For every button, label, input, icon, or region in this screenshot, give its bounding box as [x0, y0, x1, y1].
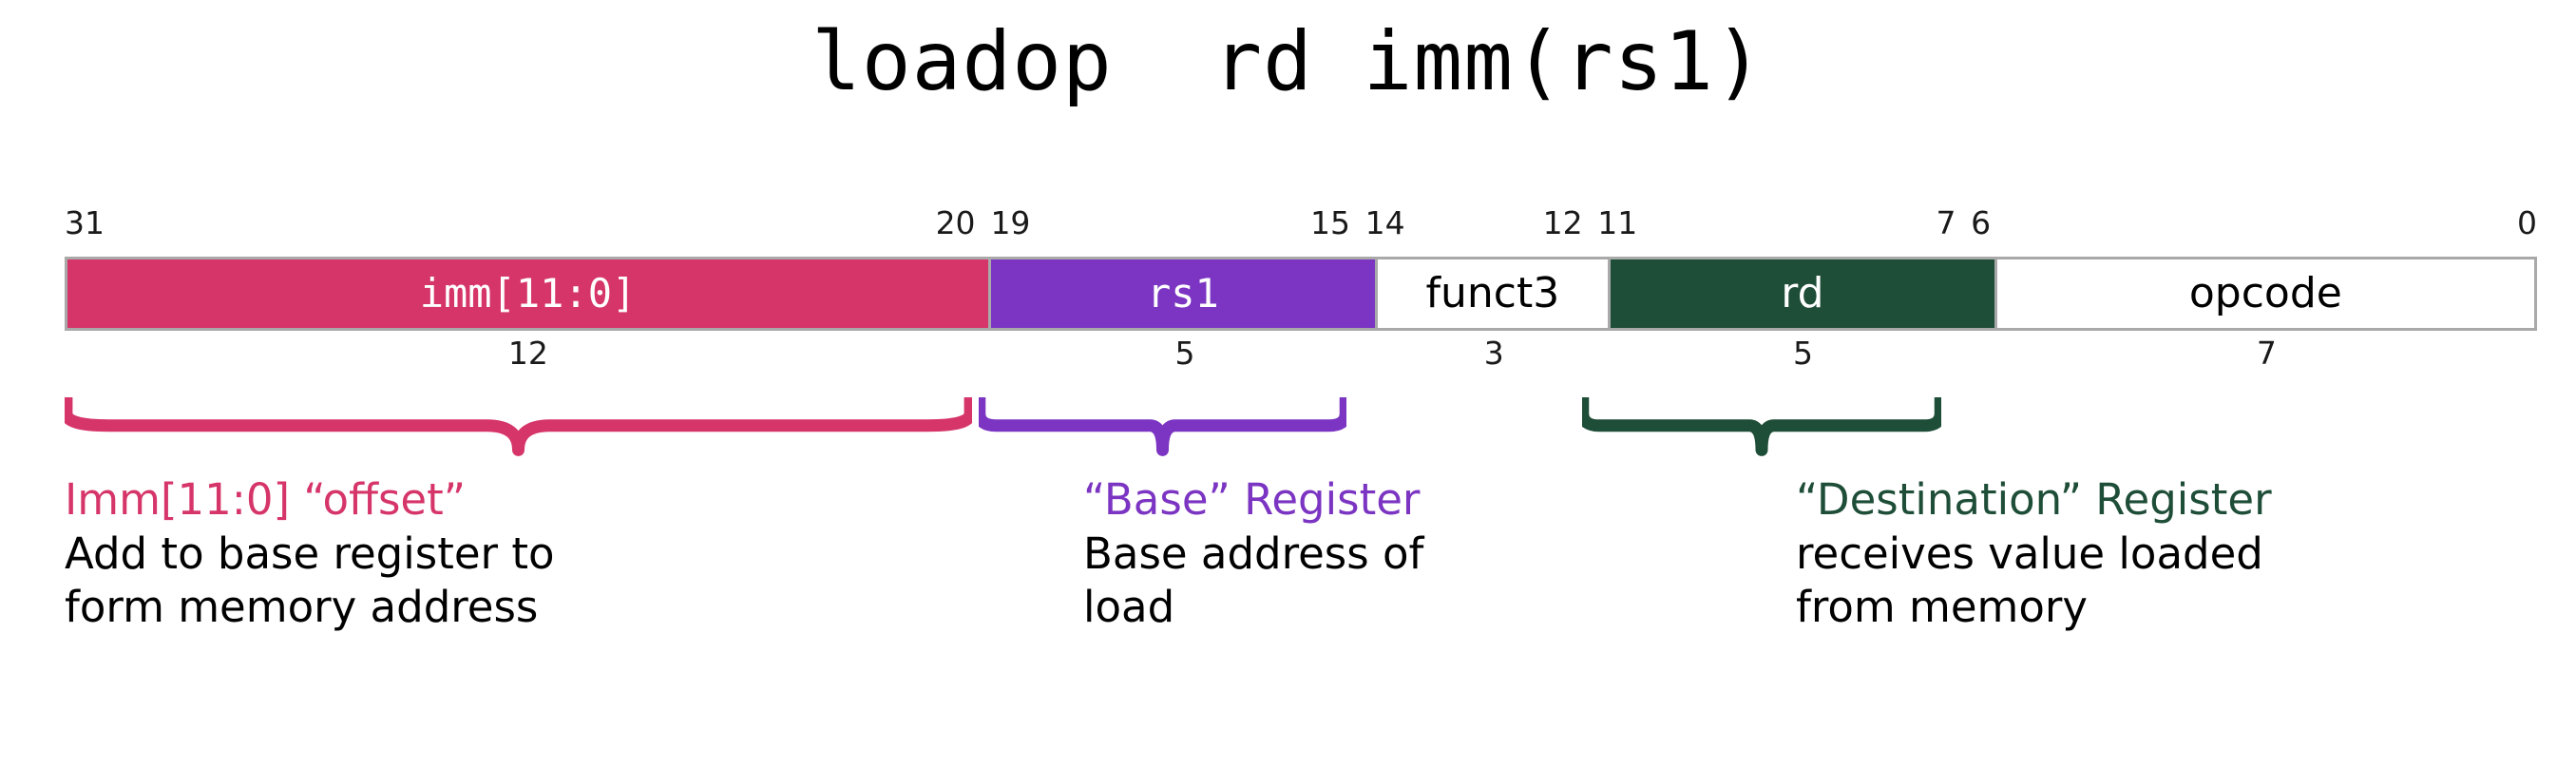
field-rd: rd [1611, 259, 1997, 328]
bit-number-20: 20 [935, 204, 976, 241]
annotation-destination-register-line: from memory [1796, 582, 2089, 633]
page-title: loadop rd imm(rs1) [811, 14, 1765, 109]
bit-number-15: 15 [1310, 204, 1351, 241]
annotation-imm-offset-line: form memory address [65, 582, 539, 633]
brace-dest-shape [1582, 397, 1941, 456]
field-width-imm-11-0: 12 [507, 335, 548, 372]
bit-number-19: 19 [990, 204, 1031, 241]
annotation-imm-offset-heading: Imm[11:0] “offset” [65, 474, 467, 525]
field-funct3: funct3 [1377, 259, 1611, 328]
annotation-base-register-heading: “Base” Register [1083, 474, 1421, 525]
bit-number-14: 14 [1364, 204, 1405, 241]
brace-imm-shape [65, 397, 972, 456]
bit-number-7: 7 [1936, 204, 1956, 241]
bit-number-0: 0 [2517, 204, 2537, 241]
brace-dest [1582, 397, 1941, 456]
brace-base-shape [979, 397, 1346, 456]
field-width-labels: 12 5 3 5 7 [65, 337, 2537, 379]
bit-number-12: 12 [1542, 204, 1583, 241]
annotation-destination-register-heading: “Destination” Register [1796, 474, 2272, 525]
field-width-opcode: 7 [2256, 335, 2277, 372]
annotation-imm-offset-line: Add to base register to [65, 528, 555, 579]
field-rs1: rs1 [991, 259, 1378, 328]
bit-number-11: 11 [1597, 204, 1638, 241]
brace-imm [65, 397, 972, 456]
brace-base [979, 397, 1346, 456]
bit-number-6: 6 [1971, 204, 1992, 241]
annotation-base-register-line: load [1083, 582, 1175, 633]
annotation-base-register-line: Base address of [1083, 528, 1424, 579]
annotation-imm-offset: Imm[11:0] “offset”Add to base register t… [65, 473, 555, 635]
annotation-destination-register-line: receives value loaded [1796, 528, 2263, 579]
field-opcode: opcode [1996, 259, 2534, 328]
field-imm-11-0: imm[11:0] [67, 259, 991, 328]
field-width-rs1: 5 [1174, 335, 1195, 372]
field-width-rd: 5 [1793, 335, 1814, 372]
bit-number-31: 31 [65, 204, 105, 241]
field-width-funct3: 3 [1483, 335, 1504, 372]
